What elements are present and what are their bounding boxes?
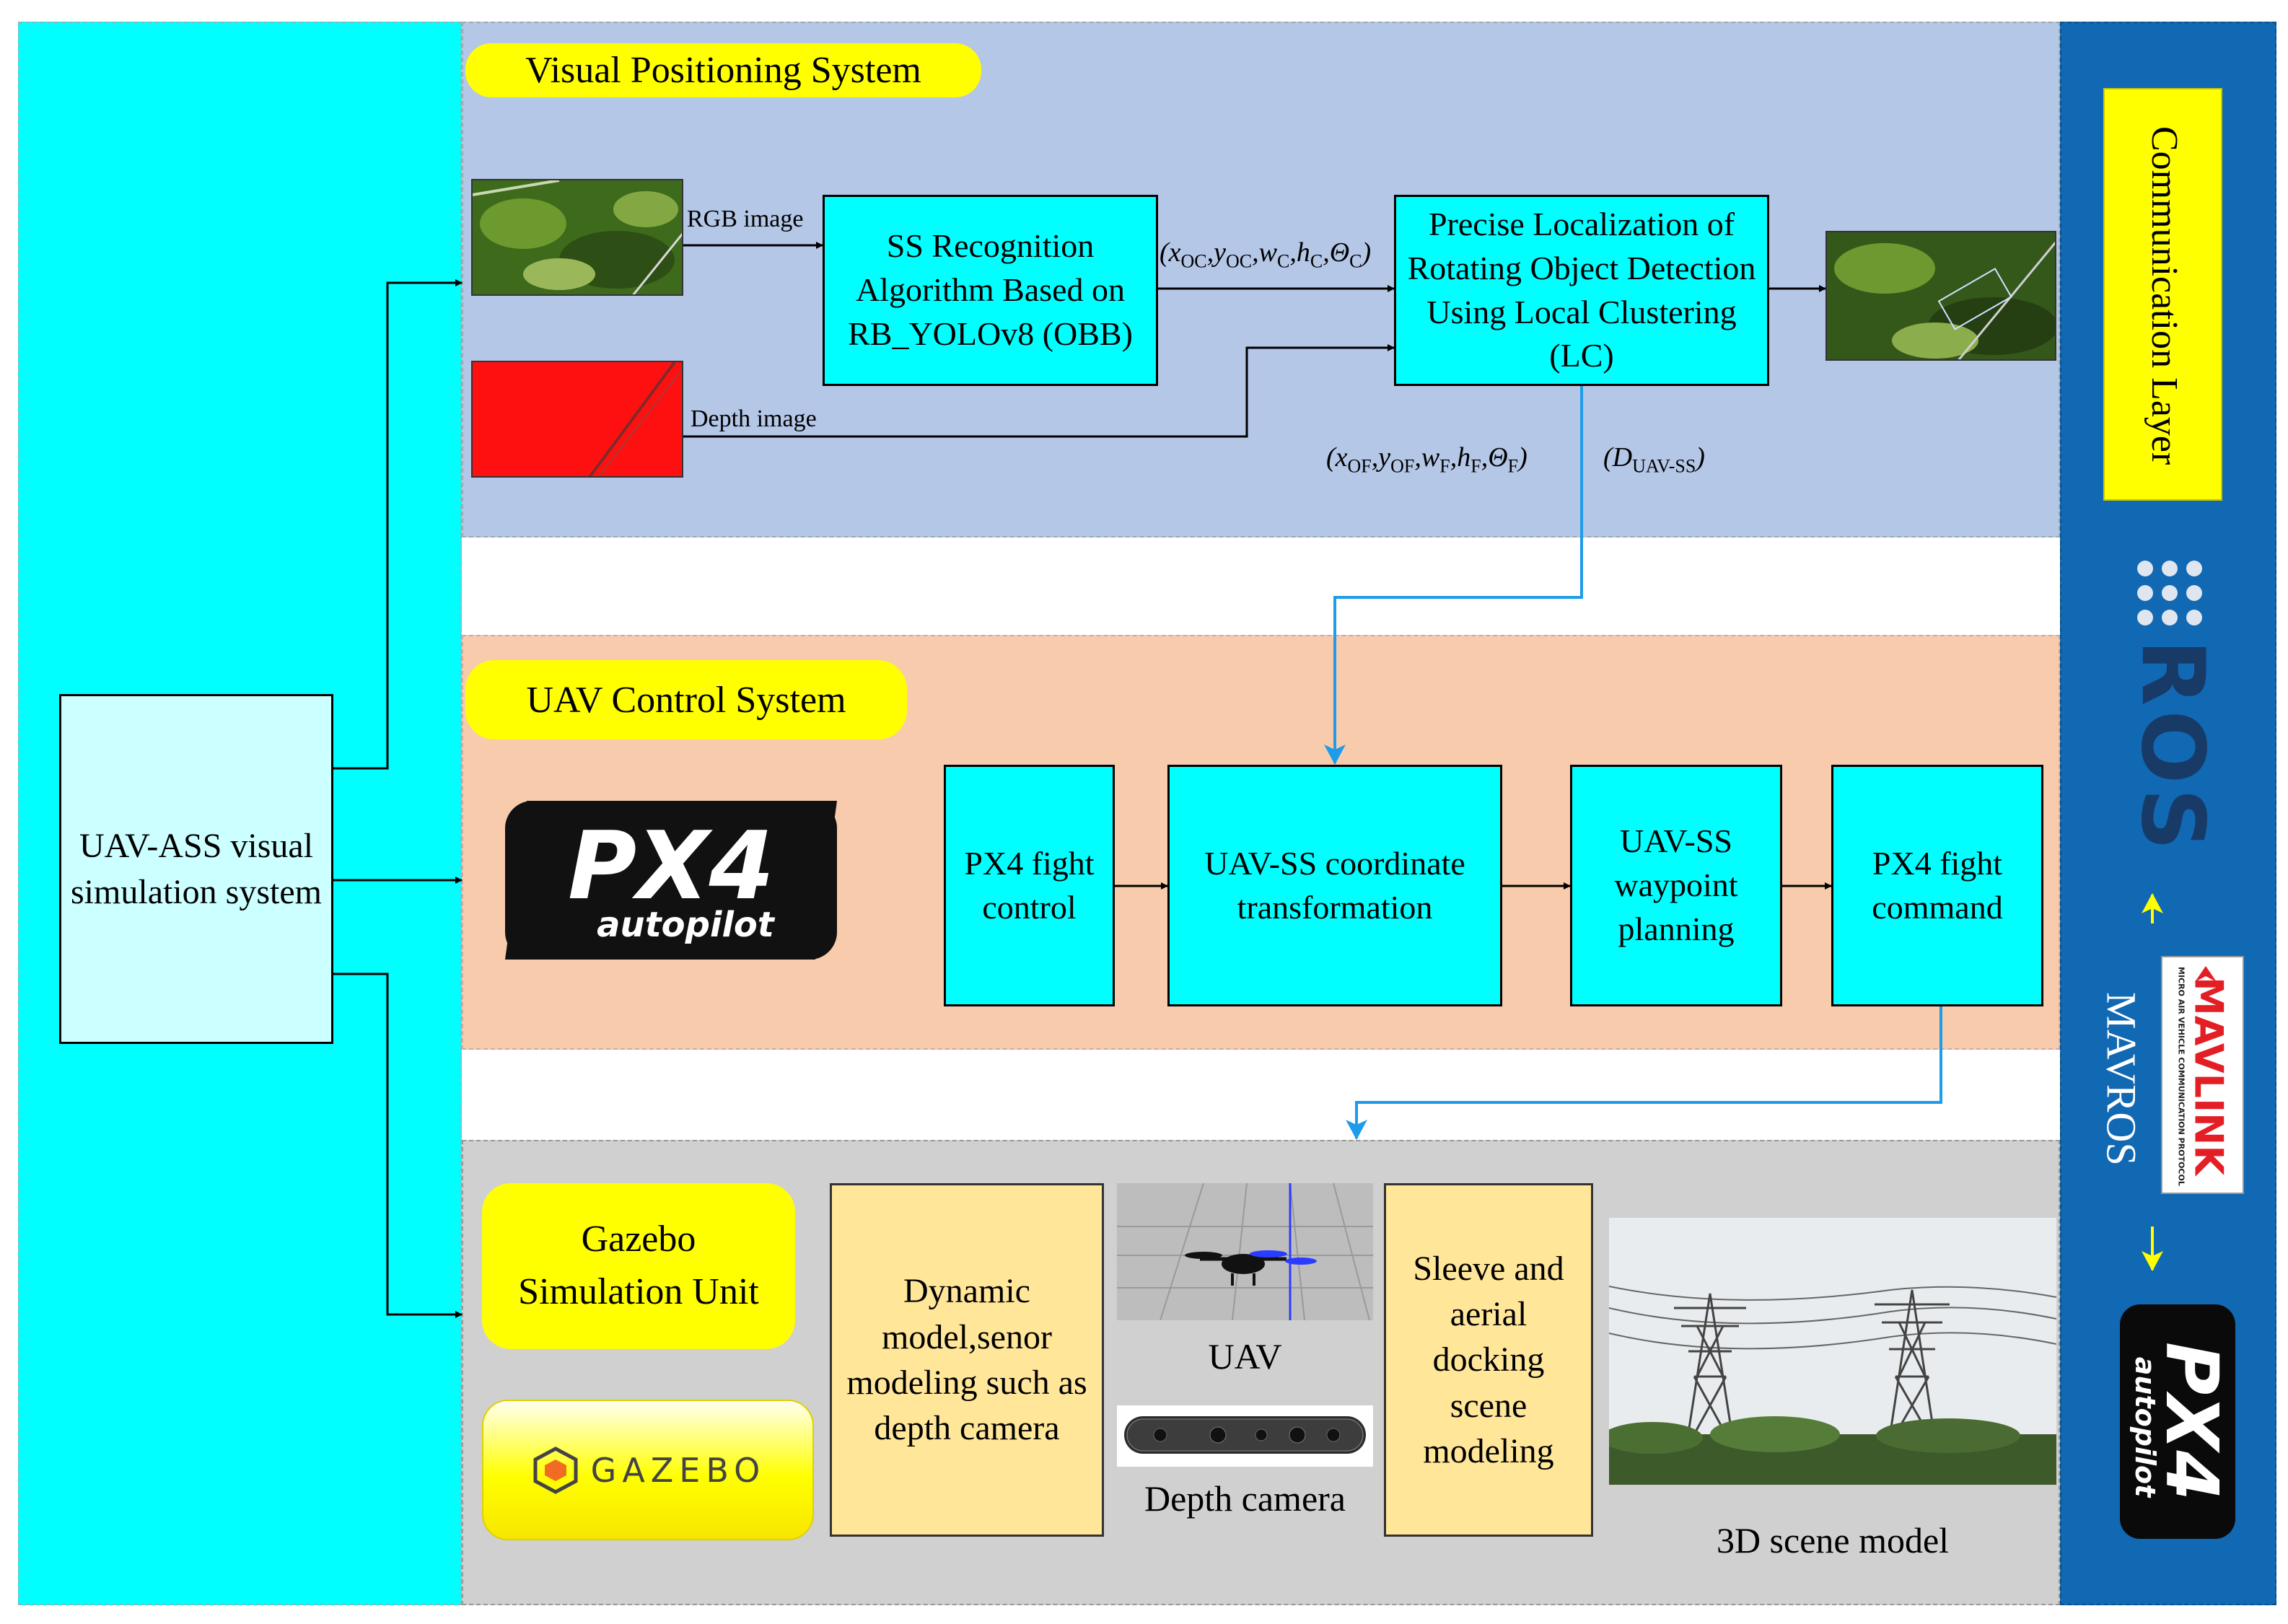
depth-camera-icon <box>1124 1416 1366 1454</box>
math-subscript: OC <box>1226 250 1253 272</box>
visual-positioning-title: Visual Positioning System <box>465 43 981 97</box>
math-variable: y <box>1214 237 1227 268</box>
localization-result-thumbnail <box>1825 231 2056 361</box>
math-variable: h <box>1457 442 1471 473</box>
math-variable: x <box>1335 442 1348 473</box>
px4-flight-control-box: PX4 fight control <box>944 765 1115 1006</box>
px4-side-logo-main: PX4 <box>2149 1342 2234 1501</box>
aerial-photo-icon <box>473 180 682 294</box>
gazebo-logo-icon <box>533 1446 578 1494</box>
math-subscript: F <box>1439 455 1450 477</box>
math-variable: y <box>1378 442 1391 473</box>
sleeve-docking-box: Sleeve and aerial docking scene modeling <box>1384 1183 1593 1537</box>
ros-label: ROS <box>2121 638 2222 855</box>
rgb-image-label: RGB image <box>687 206 804 232</box>
arrow-visual-to-control <box>1324 386 1583 765</box>
px4-side-logo-sub: autopilot <box>2129 1357 2161 1498</box>
main-system-label: UAV-ASS visual simulation system <box>71 827 322 911</box>
depth-camera-caption: Depth camera <box>1144 1478 1346 1519</box>
mavlink-logo: MAVLINK MICRO AIR VEHICLE COMMUNICATION … <box>2161 956 2244 1194</box>
arrow-main-to-visual <box>332 279 463 770</box>
px4-side-logo: PX4 autopilot <box>2120 1304 2235 1539</box>
mavlink-sub: MICRO AIR VEHICLE COMMUNICATION PROTOCOL <box>2176 967 2186 1186</box>
math-subscript: F <box>1507 455 1519 477</box>
uav-control-title: UAV Control System <box>465 660 907 739</box>
visual-positioning-panel <box>462 22 2060 537</box>
detection-result-icon <box>1827 232 2055 359</box>
uav-sim-image <box>1117 1183 1373 1320</box>
uav-caption: UAV <box>1208 1336 1282 1377</box>
math-subscript: OF <box>1347 455 1372 477</box>
waypoint-planning-box: UAV-SS waypoint planning <box>1570 765 1782 1006</box>
math-subscript: C <box>1349 250 1362 272</box>
math-variable: Θ <box>1488 442 1508 473</box>
math-subscript: C <box>1277 250 1290 272</box>
math-variable: w <box>1258 237 1278 268</box>
math-subscript: UAV-SS <box>1632 455 1696 477</box>
math-subscript: OF <box>1390 455 1415 477</box>
drone-icon <box>1117 1183 1373 1320</box>
precise-localization-box: Precise Localization of Rotating Object … <box>1394 195 1769 386</box>
coarse-detection-output: (xOC,yOC,wC,hC,ΘC) <box>1160 237 1372 272</box>
communication-layer-label: Communication Layer <box>2103 88 2222 501</box>
gazebo-logo: GAZEBO <box>482 1400 814 1540</box>
arrow-main-to-gazebo <box>332 973 463 1318</box>
math-subscript: F <box>1470 455 1481 477</box>
arrow-control-to-gazebo <box>1346 1006 1942 1140</box>
distance-output: (DUAV-SS) <box>1603 442 1705 477</box>
3d-scene-caption: 3D scene model <box>1716 1520 1950 1561</box>
arrow-depth-to-localization <box>683 344 1395 438</box>
ss-recognition-box: SS Recognition Algorithm Based on RB_YOL… <box>823 195 1158 386</box>
ros-dots-icon <box>2137 561 2202 626</box>
math-variable: D <box>1612 442 1633 473</box>
px4-flight-command-box: PX4 fight command <box>1831 765 2043 1006</box>
main-system-box: UAV-ASS visual simulation system <box>59 694 333 1044</box>
mavros-label: MAVROS <box>2098 991 2145 1166</box>
math-subscript: C <box>1310 250 1323 272</box>
coordinate-transformation-box: UAV-SS coordinate transformation <box>1167 765 1502 1006</box>
mavlink-label: MAVLINK <box>2186 977 2232 1176</box>
depth-map-icon <box>473 362 682 476</box>
transmission-tower-icon <box>1609 1218 2056 1485</box>
px4-autopilot-logo: PX4 autopilot <box>505 801 837 960</box>
dynamic-model-box: Dynamic model,senor modeling such as dep… <box>830 1183 1104 1537</box>
gazebo-unit-label: Gazebo Simulation Unit <box>482 1183 795 1349</box>
ros-logo: ROS <box>2122 556 2222 859</box>
math-variable: w <box>1421 442 1440 473</box>
depth-camera-image <box>1117 1405 1373 1467</box>
depth-image-thumbnail <box>471 361 683 478</box>
depth-image-label: Depth image <box>691 405 817 432</box>
px4-logo-sub: autopilot <box>597 905 776 945</box>
math-variable: h <box>1296 237 1310 268</box>
fine-detection-output: (xOF,yOF,wF,hF,ΘF) <box>1326 442 1527 477</box>
math-variable: x <box>1168 237 1181 268</box>
px4-logo-main: PX4 <box>568 811 774 921</box>
3d-scene-image <box>1609 1218 2056 1485</box>
rgb-image-thumbnail <box>471 179 683 296</box>
px4-logo-icon: PX4 autopilot <box>505 801 837 960</box>
mavlink-bird-icon <box>2195 966 2217 982</box>
math-variable: Θ <box>1329 237 1350 268</box>
px4-side-logo-icon: PX4 autopilot <box>2120 1304 2235 1539</box>
math-subscript: OC <box>1180 250 1207 272</box>
gazebo-logo-text: GAZEBO <box>590 1450 766 1490</box>
